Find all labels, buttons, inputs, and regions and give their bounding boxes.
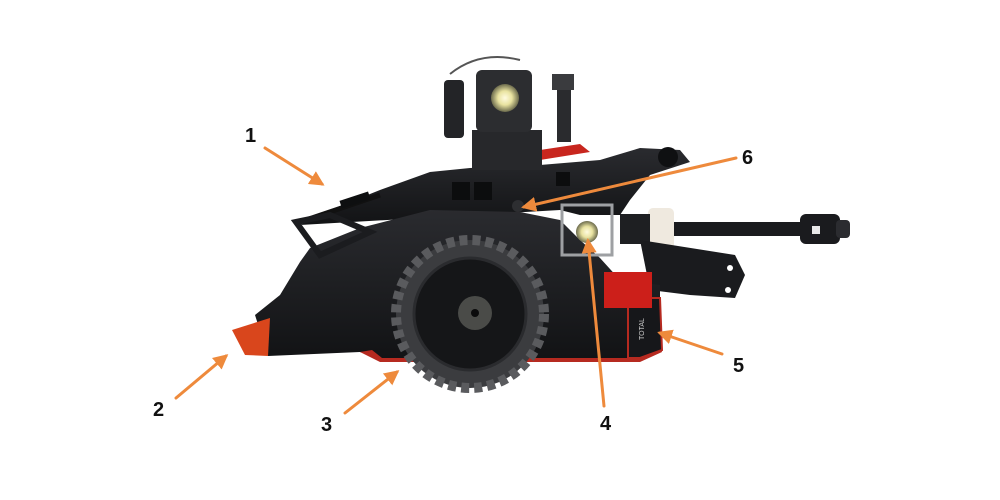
pto-drive-shaft xyxy=(620,208,850,250)
front-deflector xyxy=(232,318,270,356)
arrow-2 xyxy=(174,354,229,400)
callout-label-2: 2 xyxy=(153,399,165,421)
chain-cover-text: TOTAL xyxy=(639,318,646,340)
callout-label-5: 5 xyxy=(733,355,745,377)
indicator-lamp xyxy=(576,221,598,243)
callout-label-1: 1 xyxy=(245,125,257,147)
rear-bracket xyxy=(640,240,745,298)
gearbox-cover xyxy=(604,272,652,308)
callout-label-6: 6 xyxy=(742,147,754,169)
callout-arrows xyxy=(174,146,738,415)
callout-label-3: 3 xyxy=(321,414,333,436)
sensor-frame xyxy=(560,203,614,257)
arrow-1 xyxy=(263,146,325,186)
arrow-4 xyxy=(581,238,606,408)
top-gear-unit xyxy=(444,56,574,170)
arrow-5 xyxy=(657,329,724,356)
shaft-collar xyxy=(648,208,674,250)
chain-cover xyxy=(627,297,664,359)
depth-wheel xyxy=(391,235,549,393)
lubrication-point xyxy=(512,200,524,212)
arrow-6 xyxy=(521,156,738,212)
arrow-3 xyxy=(343,370,400,415)
callout-label-4: 4 xyxy=(600,413,612,435)
pivot-pin xyxy=(658,147,678,167)
